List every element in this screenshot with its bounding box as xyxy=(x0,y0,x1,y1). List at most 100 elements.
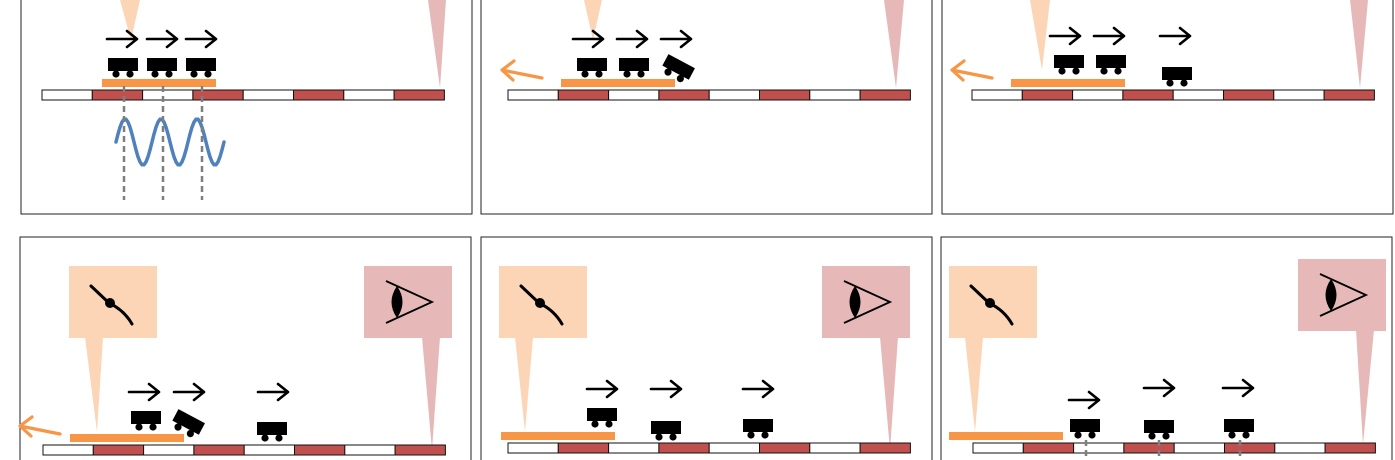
track-segment xyxy=(193,444,245,456)
track-segment xyxy=(759,442,811,454)
cart-body xyxy=(1224,419,1254,432)
cart-body xyxy=(108,58,138,71)
track-segment xyxy=(1022,442,1075,454)
track-segment xyxy=(293,89,345,101)
right-arrow-icon xyxy=(127,382,161,402)
track-segment xyxy=(809,442,861,454)
cart-wheel xyxy=(1072,67,1080,75)
track-segment xyxy=(1323,89,1375,101)
track-segment xyxy=(507,89,559,101)
track-segment xyxy=(394,444,446,456)
observer-callout xyxy=(822,266,910,450)
cart-wheel xyxy=(275,434,283,442)
operator-beam xyxy=(584,0,602,40)
cart-wheel xyxy=(1074,431,1082,439)
operator-beam xyxy=(1030,0,1050,70)
tape xyxy=(70,434,184,442)
cart-wheel xyxy=(165,70,173,78)
observer-box xyxy=(364,266,452,338)
eye-icon xyxy=(1319,273,1369,317)
cart-body xyxy=(172,409,205,435)
observer-beam xyxy=(422,337,440,450)
track-segment xyxy=(557,442,610,454)
track-segment xyxy=(143,444,195,456)
track xyxy=(41,89,445,101)
observer-beam xyxy=(884,0,904,88)
cart-wheel xyxy=(1162,432,1170,440)
right-arrow-icon xyxy=(1142,378,1176,398)
cart-wheel xyxy=(747,431,755,439)
observer-box xyxy=(822,266,910,338)
tape xyxy=(949,432,1063,440)
right-arrow-icon xyxy=(145,29,179,49)
track-segment xyxy=(809,89,861,101)
cart xyxy=(619,58,649,78)
track-segment xyxy=(1122,89,1174,101)
cart xyxy=(662,54,695,83)
track-segment xyxy=(708,442,761,454)
right-arrow-icon xyxy=(571,29,605,49)
cart-wheel xyxy=(664,68,672,76)
track-segment xyxy=(1173,442,1225,454)
cart-wheel xyxy=(261,434,269,442)
track-segment xyxy=(243,444,295,456)
track-segment xyxy=(971,89,1023,101)
cart-body xyxy=(587,408,617,421)
track-segment xyxy=(859,442,911,454)
track xyxy=(971,89,1375,101)
right-arrow-icon xyxy=(1221,378,1255,398)
right-arrow-icon xyxy=(649,379,683,399)
track-segment xyxy=(1274,442,1326,454)
tape xyxy=(501,432,615,440)
cart-wheel xyxy=(581,70,589,78)
right-arrow-icon xyxy=(184,29,218,49)
right-arrow-icon xyxy=(1092,26,1126,46)
track-segment xyxy=(1072,89,1124,101)
cart xyxy=(147,58,177,78)
track xyxy=(42,444,446,456)
cart-body xyxy=(131,411,161,424)
cart-body xyxy=(1070,419,1100,432)
track-segment xyxy=(1073,442,1125,454)
track-segment xyxy=(242,89,294,101)
cart-body xyxy=(1096,55,1126,68)
cart-body xyxy=(619,58,649,71)
panel-5 xyxy=(480,236,933,460)
left-arrow-icon xyxy=(18,415,62,438)
cart-body xyxy=(186,58,216,71)
cart-wheel xyxy=(676,74,684,83)
operator-beam xyxy=(120,0,140,40)
track xyxy=(507,89,911,101)
panel-2 xyxy=(480,0,933,215)
observer-callout xyxy=(1298,259,1386,444)
right-arrow-icon xyxy=(585,379,619,399)
cart xyxy=(257,422,287,442)
cart xyxy=(1224,419,1254,439)
operator-beam xyxy=(85,337,103,432)
track-segment xyxy=(142,89,194,101)
cart xyxy=(587,408,617,428)
cart-wheel xyxy=(605,420,613,428)
right-arrow-icon xyxy=(659,29,693,49)
cart xyxy=(1070,419,1100,439)
observer-box xyxy=(1298,259,1386,331)
cart-wheel xyxy=(1148,432,1156,440)
cart xyxy=(1144,420,1174,440)
cart xyxy=(577,58,607,78)
cart xyxy=(172,409,205,438)
cart-wheel xyxy=(190,70,198,78)
right-arrow-icon xyxy=(741,379,775,399)
right-arrow-icon xyxy=(615,29,649,49)
operator-beam xyxy=(965,337,983,432)
cart-body xyxy=(651,421,681,434)
observer-callout xyxy=(364,266,452,450)
track-segment xyxy=(1224,442,1276,454)
track-segment xyxy=(1021,89,1074,101)
track-segment xyxy=(1324,442,1376,454)
track-segment xyxy=(557,89,610,101)
cart-body xyxy=(743,419,773,432)
cart xyxy=(1054,55,1084,75)
tape xyxy=(1011,79,1125,87)
cart-wheel xyxy=(1228,431,1236,439)
